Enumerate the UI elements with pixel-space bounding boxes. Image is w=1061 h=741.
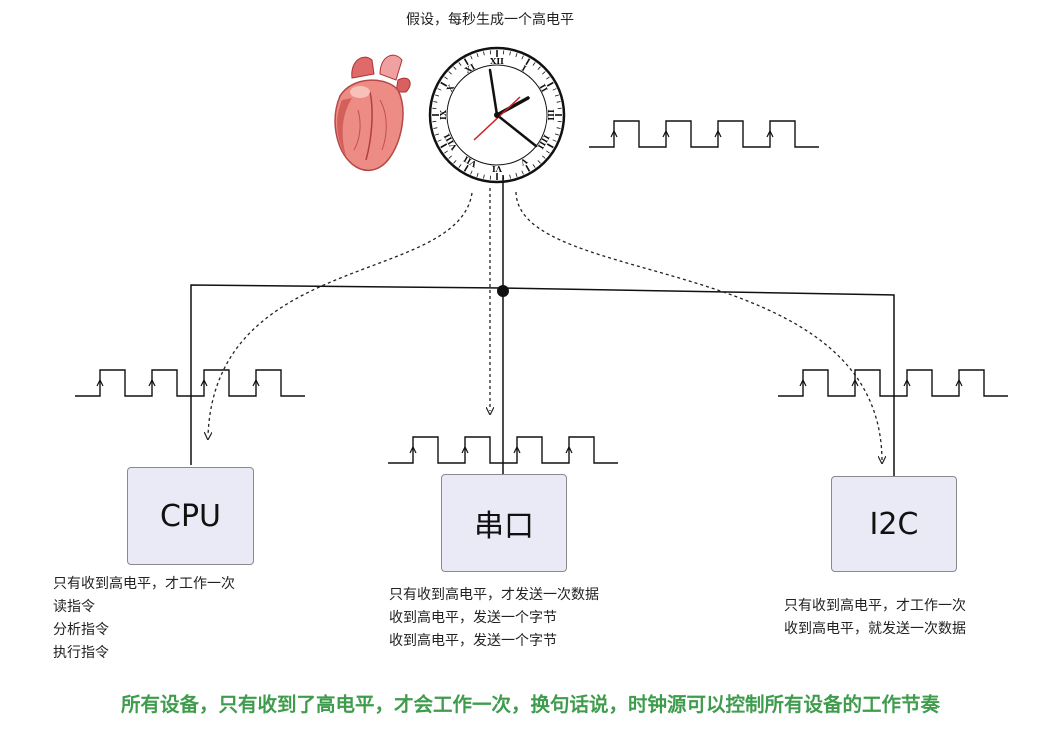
i2c-clock-waveform <box>778 369 1008 397</box>
rising-edge-arrow <box>610 129 618 138</box>
clock-numeral: IX <box>438 109 448 120</box>
rising-edge-arrow <box>662 129 670 138</box>
second-hand <box>473 96 521 141</box>
rising-edge-arrow <box>148 378 156 387</box>
rising-edge-arrow <box>461 445 469 454</box>
rising-edge-arrow <box>565 445 573 454</box>
clock-numeral: V <box>518 155 530 168</box>
cpu-note: 只有收到高电平，才工作一次 <box>53 576 235 592</box>
serial-note: 收到高电平，发送一个字节 <box>389 610 557 626</box>
i2c-note: 收到高电平，就发送一次数据 <box>784 621 966 637</box>
rising-edge-arrow <box>799 378 807 387</box>
bus-junction <box>497 285 509 297</box>
i2c-box: I2C <box>831 476 957 572</box>
source-clock-waveform <box>589 120 819 148</box>
clock-numeral: II <box>538 82 551 94</box>
anatomical-heart-icon <box>334 54 411 172</box>
cpu-clock-waveform <box>75 369 305 397</box>
cpu-note: 读指令 <box>53 599 95 615</box>
serial-port-box: 串口 <box>441 474 567 572</box>
clock-numeral: VI <box>492 164 503 174</box>
clock-numeral: XII <box>490 56 504 66</box>
rising-edge-arrow <box>766 129 774 138</box>
rising-edge-arrow <box>714 129 722 138</box>
rising-edge-arrow <box>513 445 521 454</box>
rising-edge-arrow <box>903 378 911 387</box>
clock-bus-wires <box>190 175 895 476</box>
serial-notes: 只有收到高电平，才发送一次数据 收到高电平，发送一个字节 收到高电平，发送一个字… <box>389 584 599 653</box>
rising-edge-arrow <box>409 445 417 454</box>
clock-numeral: III <box>546 109 556 120</box>
conclusion-caption: 所有设备，只有收到了高电平，才会工作一次，换句话说，时钟源可以控制所有设备的工作… <box>120 693 940 716</box>
signal-paths <box>208 188 882 460</box>
serial-note: 只有收到高电平，才发送一次数据 <box>389 587 599 603</box>
rising-edge-arrow <box>96 378 104 387</box>
rising-edge-arrow <box>252 378 260 387</box>
cpu-notes: 只有收到高电平，才工作一次 读指令 分析指令 执行指令 <box>53 573 235 665</box>
rising-edge-arrow <box>851 378 859 387</box>
cpu-note: 分析指令 <box>53 622 109 638</box>
i2c-note: 只有收到高电平，才工作一次 <box>784 598 966 614</box>
clock-assumption-note: 假设，每秒生成一个高电平 <box>406 12 574 28</box>
cpu-note: 执行指令 <box>53 645 109 661</box>
rising-edge-arrow <box>955 378 963 387</box>
i2c-notes: 只有收到高电平，才工作一次 收到高电平，就发送一次数据 <box>784 595 966 641</box>
clock-numeral: XI <box>463 61 477 75</box>
clock-numeral: I <box>520 63 528 74</box>
serial-clock-waveform <box>388 436 618 464</box>
rising-edge-arrow <box>200 378 208 387</box>
serial-note: 收到高电平，发送一个字节 <box>389 633 557 649</box>
cpu-box: CPU <box>127 467 254 565</box>
clock-numeral: X <box>444 82 456 93</box>
clock-waveforms <box>75 120 1008 464</box>
